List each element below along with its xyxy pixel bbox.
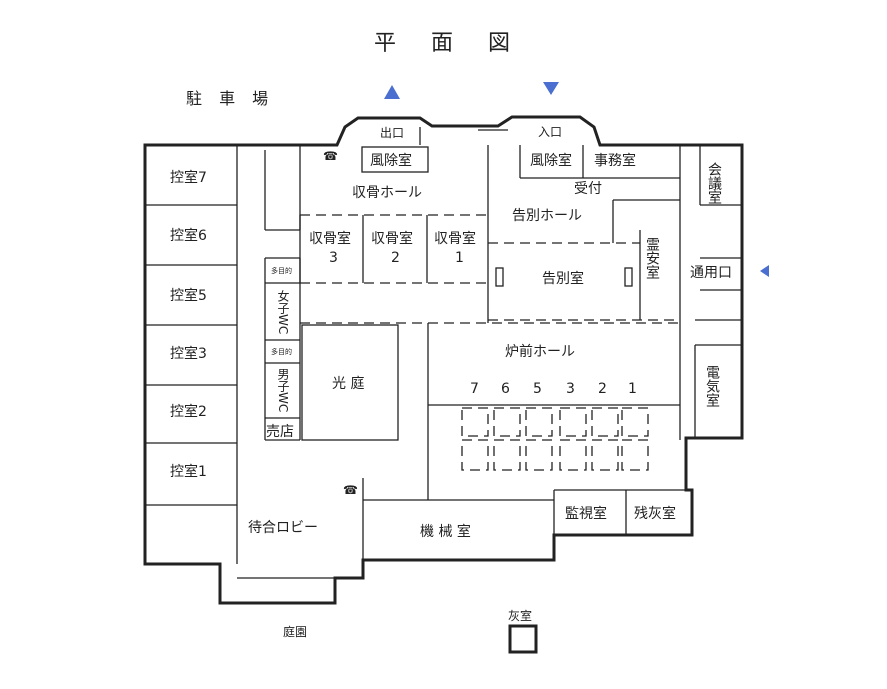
mens-wc-label: 男子WC	[276, 368, 290, 412]
waiting-room-2-label: 控室2	[170, 403, 207, 420]
bone-room-3-number: 3	[329, 250, 338, 266]
bone-hall-label: 収骨ホール	[352, 185, 422, 201]
windbreak-right-label: 風除室	[530, 152, 572, 169]
outer-wall	[143, 115, 744, 605]
telephone-icon: ☎	[323, 149, 338, 163]
entrance-area	[488, 145, 742, 321]
electric-room-label: 電気室	[704, 365, 720, 407]
service-entrance-arrow-icon	[760, 265, 769, 277]
furnace-hall-label: 炉前ホール	[505, 343, 575, 360]
waiting-room-6-label: 控室6	[170, 227, 207, 244]
ash-room-label: 灰室	[508, 608, 532, 623]
reian-room-label: 霊安室	[644, 237, 660, 279]
farewell-hall-label: 告別ホール	[512, 208, 582, 224]
exit-label: 出口	[380, 126, 404, 140]
furnace-number: 6	[501, 381, 510, 397]
farewell-room-label: 告別室	[542, 270, 584, 287]
plan-title: 平 面 図	[374, 31, 524, 56]
toilet-block	[264, 150, 301, 441]
windbreak-left-label: 風除室	[370, 152, 412, 169]
entrance-label: 入口	[538, 125, 562, 139]
service-entrance-label: 通用口	[690, 265, 732, 281]
ash-room	[508, 624, 538, 654]
waiting-room-7-label: 控室7	[170, 169, 207, 186]
bone-room-1-number: 1	[455, 250, 464, 266]
meeting-room-label: 会議室	[706, 162, 722, 204]
furnace-number: 5	[533, 381, 542, 397]
exit-arrow-icon	[384, 85, 400, 99]
waiting-room-1-label: 控室1	[170, 463, 207, 480]
accessible-wc-2-label: 多目的	[271, 347, 292, 356]
furnace-number: 7	[470, 381, 479, 397]
womens-wc-label: 女子WC	[276, 289, 290, 335]
bone-collection-area	[299, 127, 508, 323]
bone-room-3-label: 収骨室	[309, 230, 351, 247]
bone-room-2-label: 収骨室	[371, 230, 413, 247]
waiting-rooms	[145, 145, 238, 506]
telephone-icon: ☎	[343, 483, 358, 497]
lower-rooms	[236, 478, 686, 579]
parking-label: 駐 車 場	[186, 89, 274, 108]
furnace-units	[461, 407, 649, 471]
monitor-room-label: 監視室	[565, 505, 607, 522]
furnace-number: 1	[628, 381, 637, 397]
entrance-arrow-icon	[543, 82, 559, 95]
waiting-room-3-label: 控室3	[170, 345, 207, 362]
furnace-number: 2	[598, 381, 607, 397]
residual-ash-room-label: 残灰室	[634, 505, 676, 522]
furnace-hall	[300, 320, 742, 500]
courtyard-label: 光 庭	[332, 375, 364, 392]
office-label: 事務室	[594, 152, 636, 169]
machine-room-label: 機 械 室	[420, 523, 471, 540]
lobby-label: 待合ロビー	[248, 520, 318, 536]
accessible-wc-1-label: 多目的	[271, 266, 292, 275]
bone-room-1-label: 収骨室	[434, 230, 476, 247]
bone-room-2-number: 2	[391, 250, 400, 266]
garden-label: 庭園	[283, 624, 307, 639]
reception-label: 受付	[574, 181, 602, 197]
furnace-number: 3	[566, 381, 575, 397]
shop-label: 売店	[266, 424, 294, 440]
waiting-room-5-label: 控室5	[170, 287, 207, 304]
courtyard	[301, 324, 399, 441]
